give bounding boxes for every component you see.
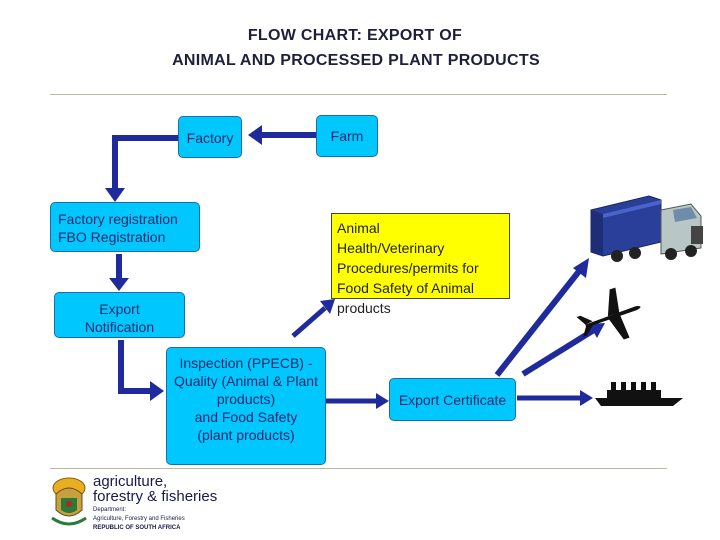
arrow-certificate-to-airplane <box>521 327 596 377</box>
animal-health-line-4: Food Safety of Animal <box>337 280 474 296</box>
animal-health-line-1: Animal <box>337 220 380 236</box>
logo-dept-name: Agriculture, Forestry and Fisheries <box>93 516 185 522</box>
logo-country: REPUBLIC OF SOUTH AFRICA <box>93 525 181 531</box>
animal-health-line-3: Procedures/permits for <box>337 260 479 276</box>
inspection-line-2: Quality (Animal & Plant <box>174 373 318 389</box>
inspection-line-3: products) <box>216 391 276 407</box>
top-divider <box>50 94 667 95</box>
inspection-line-5: (plant products) <box>197 427 295 443</box>
notification-box: Export Notification <box>54 292 185 338</box>
inspection-line-4: and Food Safety <box>194 409 298 425</box>
factory-label: Factory <box>186 130 234 146</box>
farm-label: Farm <box>330 128 364 144</box>
animal-health-line-5: products <box>337 300 391 316</box>
notification-line-2: Notification <box>84 319 155 335</box>
registration-line-2: FBO Registration <box>58 229 166 245</box>
inspection-line-1: Inspection (PPECB) - <box>179 355 313 371</box>
arrow-factory-to-registration <box>112 135 178 190</box>
certificate-box: Export Certificate <box>389 378 516 421</box>
logo-name-line-2: forestry & fisheries <box>93 488 218 505</box>
arrow-certificate-to-truck <box>494 268 583 377</box>
logo-dept-label: Department: <box>93 507 127 513</box>
farm-box: Farm <box>316 115 378 157</box>
animal-health-line-2: Health/Veterinary <box>337 240 445 256</box>
arrow-inspection-to-animal-health <box>291 306 327 338</box>
animal-health-text: Animal Health/Veterinary Procedures/perm… <box>337 218 479 318</box>
certificate-label: Export Certificate <box>398 392 507 408</box>
arrow-notification-to-inspection <box>118 340 152 394</box>
logo-name-line-1: agriculture, <box>93 473 168 490</box>
registration-box: Factory registration FBO Registration <box>50 202 200 252</box>
notification-line-1: Export <box>99 301 140 317</box>
animal-health-box <box>331 213 510 299</box>
factory-box: Factory <box>178 116 242 158</box>
inspection-box: Inspection (PPECB) - Quality (Animal & P… <box>166 347 326 465</box>
registration-line-1: Factory registration <box>58 211 178 227</box>
chart-title-line-2: ANIMAL AND PROCESSED PLANT PRODUCTS <box>172 52 540 69</box>
bottom-divider <box>50 468 667 469</box>
chart-title-line-1: FLOW CHART: EXPORT OF <box>247 27 463 44</box>
